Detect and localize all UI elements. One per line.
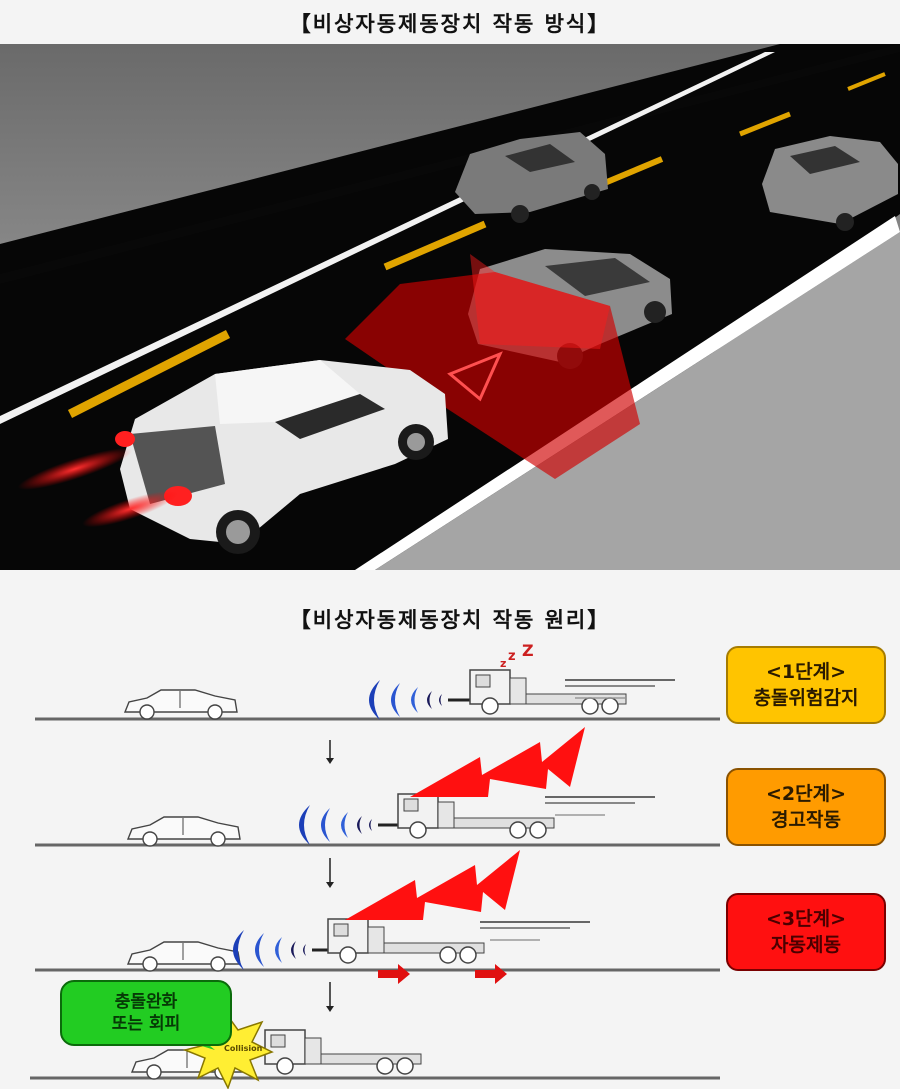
svg-text:Z: Z <box>522 641 534 660</box>
stage-2-desc: 경고작동 <box>771 809 841 831</box>
stage-1-box: <1단계> 충돌위험감지 <box>726 646 886 724</box>
stage-2-box: <2단계> 경고작동 <box>726 768 886 846</box>
far-car-1 <box>455 132 608 223</box>
stage-1-desc: 충돌위험감지 <box>753 687 859 709</box>
svg-text:z: z <box>500 657 506 670</box>
svg-text:z: z <box>508 649 516 664</box>
collision-label: Collision <box>224 1044 263 1053</box>
stage-1-label: <1단계> <box>765 661 847 683</box>
aeb-principle-diagram: z z Z <box>30 641 720 1089</box>
collision-starburst-icon <box>182 1010 274 1089</box>
stage-2-label: <2단계> <box>765 783 847 805</box>
aeb-operation-photo <box>0 44 900 570</box>
stage-3-desc: 자동제동 <box>771 934 841 956</box>
far-car-2 <box>762 136 898 231</box>
stage-3-label: <3단계> <box>765 908 847 930</box>
outcome-callout: 충돌완화 또는 회피 <box>60 980 232 1046</box>
outcome-line-1: 충돌완화 <box>114 992 178 1012</box>
title-operation-principle: 【비상자동제동장치 작동 원리】 <box>289 608 611 632</box>
title-operation-method: 【비상자동제동장치 작동 방식】 <box>289 12 611 36</box>
stage-3-box: <3단계> 자동제동 <box>726 893 886 971</box>
ego-suv <box>115 360 448 554</box>
outcome-line-2: 또는 회피 <box>111 1014 181 1034</box>
